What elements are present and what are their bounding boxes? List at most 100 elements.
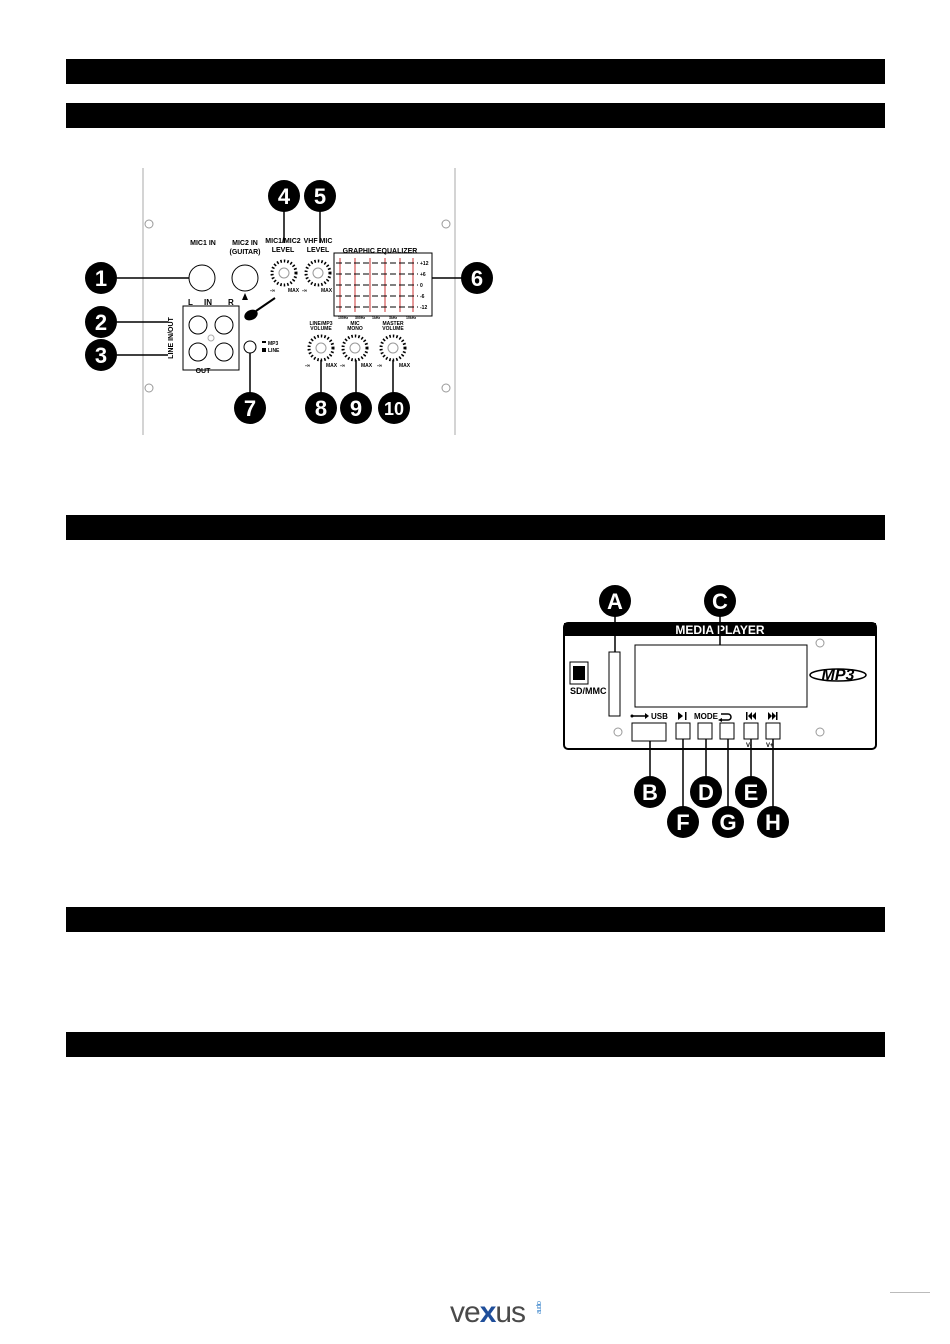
mic2-in-label: MIC2 IN <box>232 240 258 247</box>
section-header-bar-5 <box>66 1032 885 1057</box>
eq-frequency-label: 10kHz <box>406 316 416 320</box>
mic-level-label: MIC1/MIC2 <box>265 238 301 245</box>
master-volume-sublabel: VOLUME <box>382 326 404 332</box>
section-header-bar-4 <box>66 907 885 932</box>
svg-text:8: 8 <box>315 396 327 421</box>
svg-text:4: 4 <box>278 184 291 209</box>
svg-text:6: 6 <box>471 266 483 291</box>
volume-plus-label: V+ <box>766 743 774 749</box>
mic-mono-sublabel: MONO <box>347 326 363 332</box>
line-in-right-jack <box>214 315 234 335</box>
vexus-audio-logo: vexus audio <box>450 1296 543 1330</box>
svg-text:1: 1 <box>95 266 107 291</box>
svg-text:H: H <box>765 810 781 835</box>
callout-7: 7 <box>234 392 266 424</box>
logo-prefix: ve <box>450 1296 481 1329</box>
vhf-level-max: MAX <box>321 288 333 294</box>
vhf-level-knob <box>304 259 332 287</box>
page-number-rule <box>890 1292 930 1293</box>
line-io-block <box>182 305 240 371</box>
callout-c: C <box>704 585 736 617</box>
line-out-right-jack <box>214 342 234 362</box>
eq-frequency-label: 300Hz <box>355 316 365 320</box>
callout-9: 9 <box>340 392 372 424</box>
eq-title: GRAPHIC EQUALIZER <box>343 248 418 255</box>
eq-scale-label: -12 <box>420 305 427 311</box>
mic-level-knob <box>270 259 298 287</box>
callout-g: G <box>712 806 744 838</box>
callout-3: 3 <box>85 339 117 371</box>
callout-f: F <box>667 806 699 838</box>
line-in-label: IN <box>204 298 212 307</box>
sd-mmc-label: SD/MMC <box>570 686 607 696</box>
section-header-bar-3 <box>66 515 885 540</box>
master-volume-label: MASTER <box>382 321 404 327</box>
master-max: MAX <box>399 363 411 369</box>
eq-frequency-label: 1kHz <box>372 316 380 320</box>
mode-label: MODE <box>694 712 719 721</box>
svg-text:D: D <box>698 780 714 805</box>
guitar-icon <box>244 297 276 321</box>
vhf-level-label: VHF MIC <box>304 238 333 245</box>
repeat-icon <box>718 713 732 722</box>
repeat-button <box>719 722 735 740</box>
mic-mono-min: -∞ <box>340 363 346 369</box>
line-mp3-volume-sublabel: VOLUME <box>310 326 332 332</box>
callout-4: 4 <box>268 180 300 212</box>
callout-2: 2 <box>85 306 117 338</box>
section-header-bar-2 <box>66 103 885 128</box>
logo-sub: audio <box>536 1302 543 1315</box>
usb-label: USB <box>651 712 668 721</box>
eq-scale-label: 0 <box>420 283 423 289</box>
logo-x: x <box>479 1296 497 1329</box>
mp3-label: MP3 <box>268 341 279 347</box>
svg-text:E: E <box>744 780 759 805</box>
callout-e: E <box>735 776 767 808</box>
svg-text:F: F <box>676 810 689 835</box>
svg-text:9: 9 <box>350 396 362 421</box>
svg-text:B: B <box>642 780 658 805</box>
line-in-out-label: LINE IN/OUT <box>168 316 175 358</box>
line-label: LINE <box>268 348 280 354</box>
play-pause-icon <box>678 712 687 720</box>
next-track-icon <box>768 712 778 720</box>
svg-text:3: 3 <box>95 343 107 368</box>
mic-mono-max: MAX <box>361 363 373 369</box>
callout-6: 6 <box>461 262 493 294</box>
svg-text:10: 10 <box>384 399 404 419</box>
eq-scale-label: -6 <box>420 294 425 300</box>
callout-d: D <box>690 776 722 808</box>
next-button <box>765 722 781 740</box>
line-right-label: R <box>228 298 234 307</box>
usb-icon <box>630 713 649 719</box>
svg-text:A: A <box>607 589 623 614</box>
line-mp3-volume-label: LINE/MP3 <box>309 321 332 327</box>
mic-mono-knob <box>341 334 369 362</box>
line-in-left-jack <box>188 315 208 335</box>
sd-card-slot <box>608 651 621 717</box>
svg-text:2: 2 <box>95 310 107 335</box>
line-mp3-max: MAX <box>326 363 338 369</box>
callout-1: 1 <box>85 262 117 294</box>
eq-scale-label: +12 <box>420 261 429 267</box>
line-left-label: L <box>188 298 193 307</box>
logo-suffix: us <box>495 1296 526 1329</box>
callout-h: H <box>757 806 789 838</box>
callout-8: 8 <box>305 392 337 424</box>
mic-level-max: MAX <box>288 288 300 294</box>
svg-text:5: 5 <box>314 184 326 209</box>
eq-frequency-label: 100Hz <box>338 316 348 320</box>
lcd-display <box>634 644 808 708</box>
line-out-left-jack <box>188 342 208 362</box>
mic-level-sublabel: LEVEL <box>272 247 295 254</box>
master-min: -∞ <box>377 363 383 369</box>
mic1-in-label: MIC1 IN <box>190 240 216 247</box>
sd-card-icon <box>569 661 589 685</box>
mode-button <box>697 722 713 740</box>
mic2-in-sublabel: (GUITAR) <box>230 249 261 256</box>
mp3-logo: MP3 <box>822 667 855 684</box>
callout-10: 10 <box>378 392 410 424</box>
